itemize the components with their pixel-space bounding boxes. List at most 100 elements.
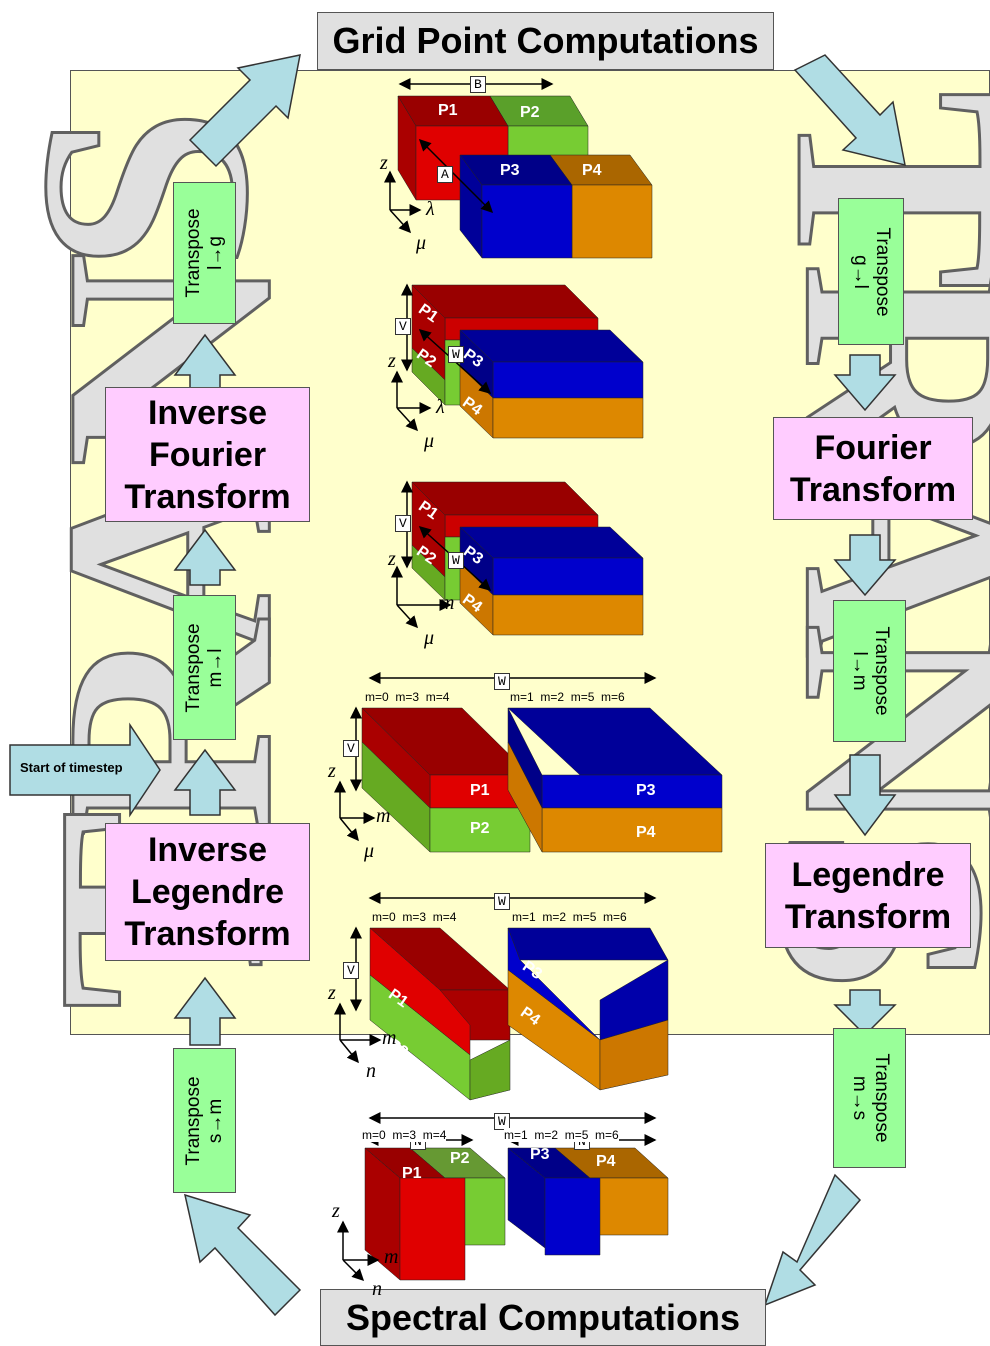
flow-arrow-up-3 xyxy=(173,748,237,816)
block-label-p1: P1 xyxy=(438,102,458,119)
block-label-p4-6: P4 xyxy=(596,1153,616,1170)
inverse-legendre-line1: Inverse xyxy=(147,831,268,869)
block-label-p3: P3 xyxy=(500,162,520,179)
axis-mu-1: μ xyxy=(416,232,427,254)
axis-z-2: z xyxy=(388,350,396,372)
block-group-spectral-m xyxy=(369,927,669,1101)
axis-z-3: z xyxy=(388,548,396,570)
spectral-title: Spectral Computations xyxy=(320,1289,766,1346)
axis-m-4: m xyxy=(376,805,391,827)
inverse-legendre-line2: Legendre xyxy=(130,873,285,911)
tag-a: A xyxy=(437,166,453,183)
cycle-arrow-bottom-right xyxy=(763,1173,862,1307)
block-label-p4-4: P4 xyxy=(636,824,656,841)
transpose-m-to-l-dir: m→l xyxy=(204,647,226,688)
transpose-l-to-m-dir: l→m xyxy=(848,651,870,691)
inverse-legendre-box: Inverse Legendre Transform xyxy=(105,823,310,961)
block-label-p2-4: P2 xyxy=(470,820,490,837)
fourier-line2: Transform xyxy=(789,470,957,509)
transpose-l-to-g-label: Transpose xyxy=(182,208,204,298)
cycle-arrow-top-left xyxy=(188,54,301,168)
axis-z-1: z xyxy=(380,152,388,174)
axis-mu-2: μ xyxy=(424,430,435,452)
flow-arrow-up-2 xyxy=(173,528,237,586)
flow-arrow-down-1 xyxy=(833,354,897,412)
fourier-box: Fourier Transform xyxy=(773,417,973,520)
tag-w-5: W xyxy=(494,893,510,910)
cycle-arrow-top-right xyxy=(793,54,906,167)
block-group-fourier xyxy=(411,284,644,439)
flow-arrow-down-2 xyxy=(833,534,897,597)
transpose-m-to-l-label: Transpose xyxy=(182,622,204,713)
legendre-line1: Legendre xyxy=(791,855,945,894)
tag-v-3: V xyxy=(395,515,411,532)
block-label-p2: P2 xyxy=(520,104,540,121)
block-label-p2-6: P2 xyxy=(450,1150,470,1167)
flow-arrow-up-4 xyxy=(173,976,237,1046)
transpose-g-to-l-dir: g→l xyxy=(850,254,871,289)
block-label-p3-4: P3 xyxy=(636,782,656,799)
flow-arrow-down-4 xyxy=(833,989,897,1037)
flow-arrow-down-3 xyxy=(833,754,897,837)
grid-point-title: Grid Point Computations xyxy=(317,12,774,70)
block-label-p4: P4 xyxy=(582,162,602,179)
block-group-fourier-space xyxy=(361,707,723,853)
inverse-legendre-line3: Transform xyxy=(124,915,291,953)
transpose-s-to-m-label: Transpose xyxy=(182,1075,204,1166)
legendre-box: Legendre Transform xyxy=(765,843,971,948)
axis-mu-4: μ xyxy=(364,840,375,862)
block-label-p1-4: P1 xyxy=(470,782,490,799)
m-labels-first-5: m=0 m=3 m=4 xyxy=(372,910,457,924)
axis-m-3: m xyxy=(440,592,455,614)
inverse-fourier-line2: Fourier xyxy=(148,435,267,474)
axis-n-5: n xyxy=(366,1060,376,1082)
axis-z-4: z xyxy=(328,760,336,782)
flow-arrow-up-1 xyxy=(173,333,237,391)
tag-w-4: W xyxy=(494,673,510,690)
block-group-spectral-n xyxy=(364,1147,669,1281)
start-of-timestep-label: Start of timestep xyxy=(20,760,123,775)
transpose-m-to-s-label: Transpose xyxy=(870,1053,892,1143)
axis-lambda-1: λ xyxy=(426,198,435,220)
block-label-p1-6: P1 xyxy=(402,1165,422,1182)
m-labels-first-6: m=0 m=3 m=4 xyxy=(362,1128,447,1142)
transpose-m-to-s-dir: m→s xyxy=(848,1075,870,1121)
m-labels-second-5: m=1 m=2 m=5 m=6 xyxy=(512,910,627,924)
legendre-line2: Transform xyxy=(784,897,952,936)
axis-m-5: m xyxy=(382,1027,397,1049)
axis-n-6: n xyxy=(372,1278,382,1300)
transpose-l-to-m-label: Transpose xyxy=(870,626,892,716)
m-labels-second-4: m=1 m=2 m=5 m=6 xyxy=(510,690,625,704)
transpose-g-to-l-label: Transpose xyxy=(872,226,893,317)
tag-v-2: V xyxy=(395,318,411,335)
inverse-fourier-line3: Transform xyxy=(124,477,291,516)
axis-mu-3: μ xyxy=(424,627,435,649)
inverse-fourier-box: Inverse Fourier Transform xyxy=(105,387,310,522)
tag-v-4: V xyxy=(343,740,359,757)
transpose-s-to-m-dir: s→m xyxy=(204,1098,226,1143)
tag-w-2: W xyxy=(448,346,464,363)
axis-z-6: z xyxy=(332,1200,340,1222)
m-labels-first-4: m=0 m=3 m=4 xyxy=(365,690,450,704)
axis-lambda-2: λ xyxy=(436,396,445,418)
block-label-p3-6: P3 xyxy=(530,1146,550,1163)
cycle-arrow-bottom-left xyxy=(183,1193,302,1317)
tag-b: B xyxy=(470,76,486,93)
m-labels-second-6: m=1 m=2 m=5 m=6 xyxy=(504,1128,619,1142)
start-arrow xyxy=(9,722,161,818)
axis-m-6: m xyxy=(384,1246,399,1268)
inverse-fourier-line1: Inverse xyxy=(147,393,268,432)
tag-w-3: W xyxy=(448,552,464,569)
transpose-l-to-g-dir: l→g xyxy=(204,236,226,270)
tag-v-5: V xyxy=(343,962,359,979)
axis-z-5: z xyxy=(328,982,336,1004)
fourier-line1: Fourier xyxy=(814,428,932,467)
tag-w-6: W xyxy=(494,1113,510,1130)
